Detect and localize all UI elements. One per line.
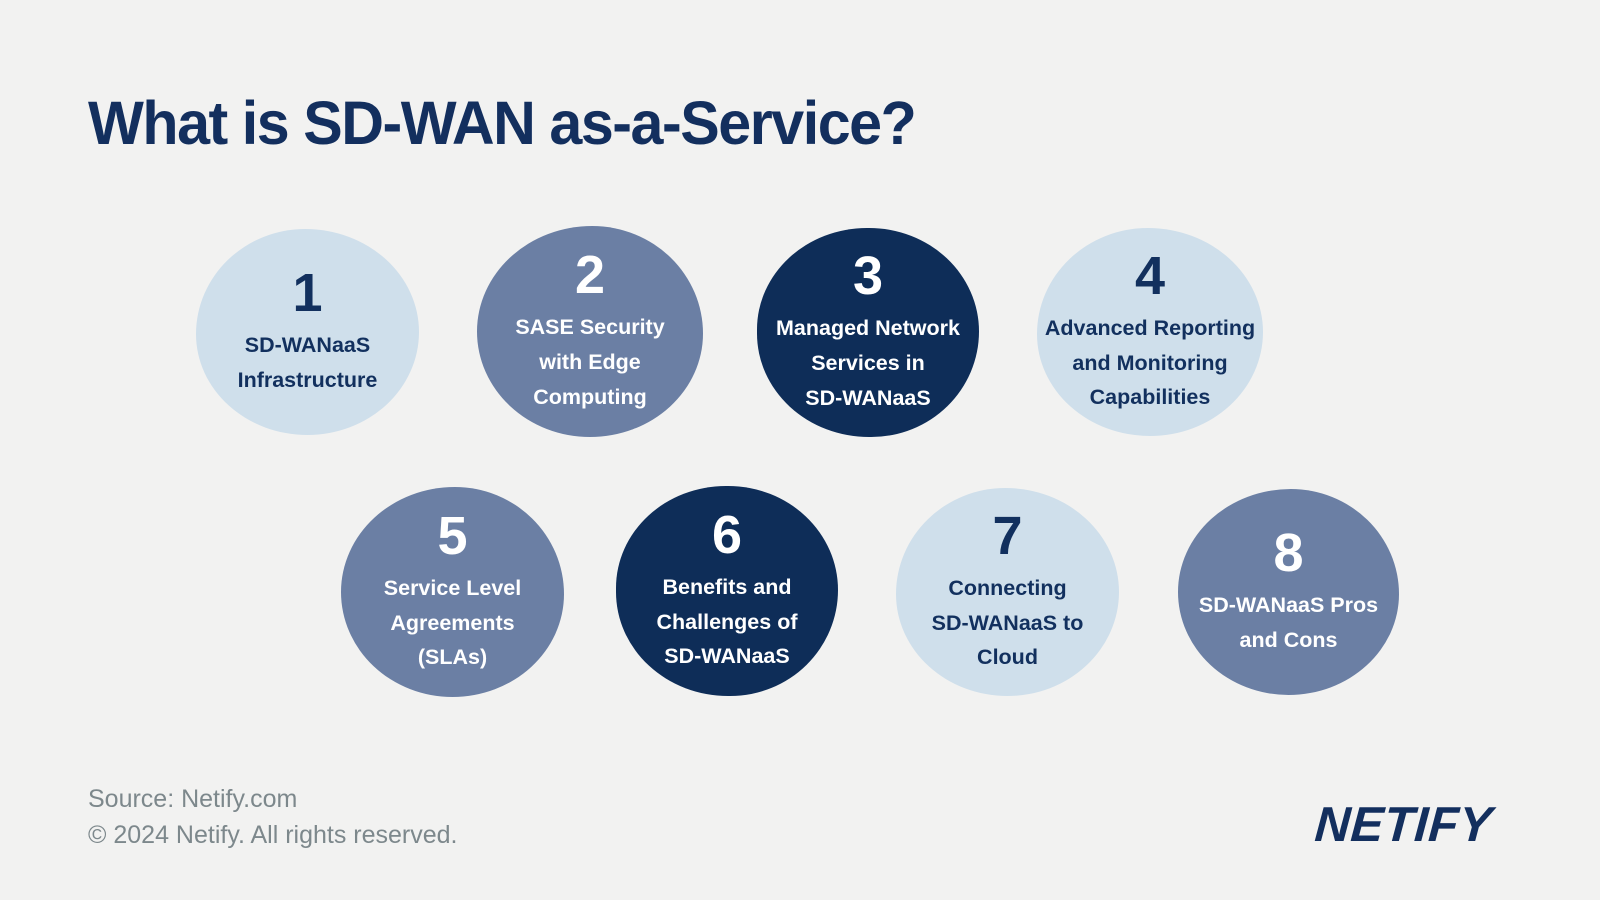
topic-label-line: SD-WANaaS Pros: [1198, 593, 1379, 618]
topic-label-line: Services in: [811, 351, 925, 376]
topic-label-line: Cloud: [977, 645, 1038, 670]
topic-label: Benefits and Challenges of SD-WANaaS: [657, 570, 798, 674]
topic-label-line: Managed Network: [776, 316, 960, 341]
topic-number: 6: [711, 504, 743, 565]
topic-label-line: Service Level: [383, 575, 522, 600]
topic-label-line: SASE Security: [515, 315, 665, 340]
topic-label-line: and Monitoring: [1072, 350, 1228, 375]
topic-label-line: SD-WANaaS: [244, 333, 371, 358]
topic-number: 8: [1273, 523, 1304, 584]
source-text: Source: Netify.com: [88, 785, 298, 813]
topic-circle-1-sd-wanaas-infrastructure: 1 SD-WANaaS Infrastructure: [196, 229, 419, 435]
topic-label-line: Advanced Reporting: [1044, 315, 1256, 340]
topic-label-line: Benefits and: [662, 574, 792, 599]
topic-number: 4: [1134, 245, 1166, 306]
topic-label: SD-WANaaS Pros and Cons: [1199, 588, 1378, 658]
topic-label-line: SD-WANaaS: [805, 385, 931, 410]
topic-circle-4-advanced-reporting: 4 Advanced Reporting and Monitoring Capa…: [1037, 228, 1263, 436]
topic-number: 5: [437, 505, 468, 566]
topic-circle-5-service-level-agreements: 5 Service Level Agreements (SLAs): [341, 487, 564, 697]
topic-label: Connecting SD-WANaaS to Cloud: [932, 571, 1084, 675]
topic-label-line: Infrastructure: [237, 368, 378, 392]
topic-circle-3-managed-network-services: 3 Managed Network Services in SD-WANaaS: [757, 228, 979, 437]
topic-label: Service Level Agreements (SLAs): [384, 571, 521, 675]
topic-label-line: Connecting: [948, 575, 1067, 600]
topic-number: 3: [852, 246, 884, 307]
topic-label-line: (SLAs): [417, 645, 488, 670]
topic-circle-8-pros-and-cons: 8 SD-WANaaS Pros and Cons: [1178, 489, 1399, 695]
topic-label: Advanced Reporting and Monitoring Capabi…: [1045, 311, 1255, 415]
page-title: What is SD-WAN as-a-Service?: [88, 89, 917, 157]
topic-circle-7-connecting-to-cloud: 7 Connecting SD-WANaaS to Cloud: [896, 488, 1119, 696]
copyright-text: © 2024 Netify. All rights reserved.: [88, 820, 458, 849]
topic-label-line: Capabilities: [1089, 385, 1211, 410]
topic-label-line: SD-WANaaS to: [931, 610, 1084, 635]
topic-label-line: Agreements: [390, 610, 515, 635]
topic-label: SD-WANaaS Infrastructure: [238, 328, 378, 398]
netify-logo: NETIFY: [1312, 798, 1494, 852]
topic-label-line: Computing: [533, 384, 647, 409]
footer: Source: Netify.com © 2024 Netify. All ri…: [88, 783, 458, 855]
topic-label-line: and Cons: [1239, 628, 1338, 652]
topic-label-line: Challenges of: [656, 609, 798, 634]
topic-label-line: with Edge: [539, 350, 641, 375]
topic-circle-6-benefits-and-challenges: 6 Benefits and Challenges of SD-WANaaS: [616, 486, 838, 696]
topic-circle-2-sase-security: 2 SASE Security with Edge Computing: [477, 226, 703, 437]
topic-number: 1: [292, 263, 323, 324]
topic-label: SASE Security with Edge Computing: [515, 310, 664, 414]
topic-number: 7: [992, 505, 1023, 566]
topic-label-line: SD-WANaaS: [664, 644, 790, 669]
topic-label: Managed Network Services in SD-WANaaS: [776, 311, 960, 415]
topic-number: 2: [574, 245, 606, 306]
